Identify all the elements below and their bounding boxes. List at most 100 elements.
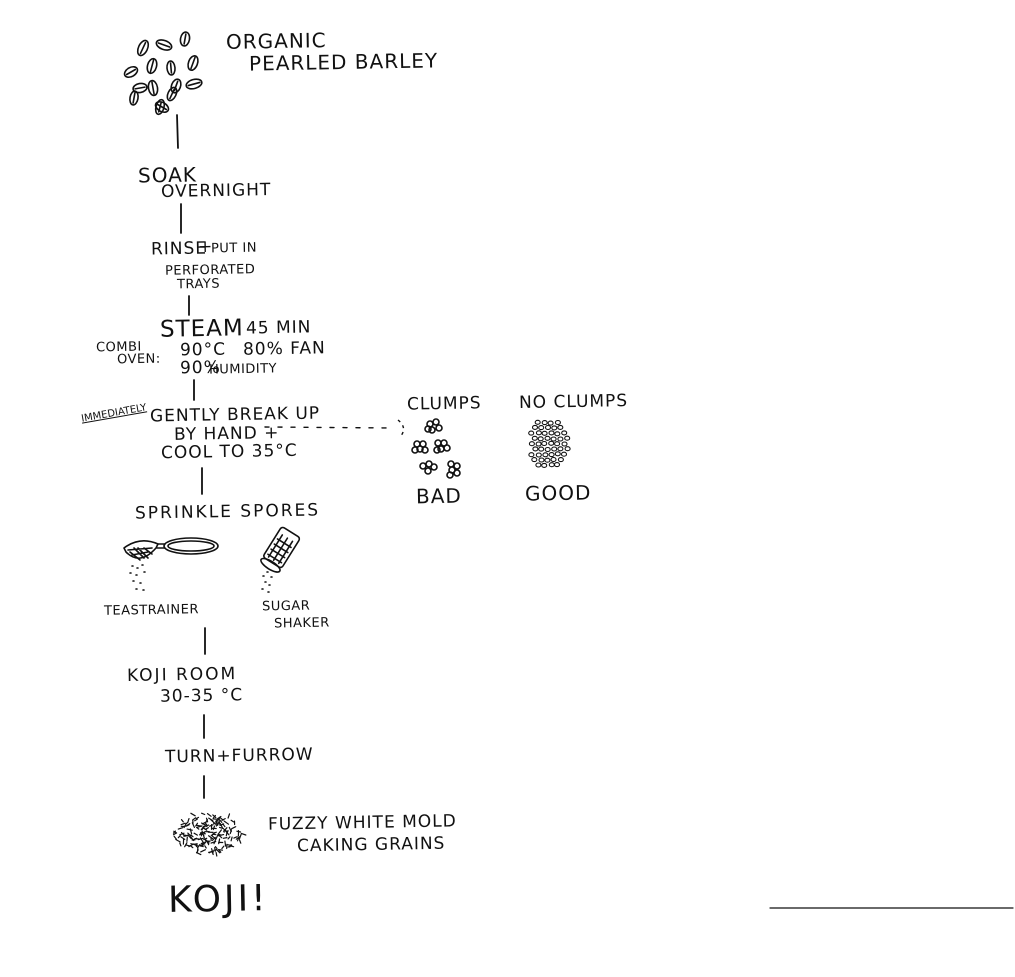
steam-fan: 80% FAN xyxy=(242,338,326,360)
loose-grain xyxy=(535,441,542,447)
loose-grain xyxy=(551,446,558,452)
loose-grain xyxy=(548,430,555,436)
soak-line2: OVERNIGHT xyxy=(160,180,272,202)
mold-fiber xyxy=(215,833,219,840)
loose-grain xyxy=(551,425,558,431)
mold-fiber xyxy=(192,817,197,821)
mold-fiber xyxy=(210,834,217,840)
mold-fiber xyxy=(238,833,242,840)
mold-fiber xyxy=(208,824,214,827)
mold-fiber xyxy=(199,837,204,843)
mold-fiber xyxy=(222,837,228,839)
mold-fiber xyxy=(208,817,214,822)
mold-fiber xyxy=(205,817,209,823)
loose-grain xyxy=(557,424,564,430)
loose-grain xyxy=(535,430,542,436)
mold-fiber xyxy=(190,836,194,842)
loose-grain xyxy=(544,446,551,453)
loose-grain xyxy=(554,419,561,426)
mold-fiber xyxy=(194,818,198,822)
mold-fiber xyxy=(207,851,215,853)
mold-fiber xyxy=(218,849,224,851)
mold-fiber xyxy=(187,832,192,837)
mold-fiber xyxy=(200,825,205,831)
mold-fiber xyxy=(200,849,207,853)
loose-grain xyxy=(544,435,551,441)
mold-fiber xyxy=(204,845,207,849)
loose-grain xyxy=(528,452,535,458)
mold-fiber xyxy=(230,819,235,823)
mold-fiber xyxy=(207,840,210,846)
mold-fiber xyxy=(177,835,181,839)
loose-grain xyxy=(537,436,544,442)
mold-fiber xyxy=(196,826,200,830)
koji-room-line2: 30-35 °C xyxy=(159,685,244,707)
mold-fiber xyxy=(187,818,190,822)
mold-fiber xyxy=(217,848,222,853)
grain-clumps-icon xyxy=(411,418,461,479)
mold-fiber xyxy=(184,842,188,848)
mold-fiber xyxy=(215,817,221,823)
loose-grain xyxy=(528,430,535,436)
sugar-shaker-line2: SHAKER xyxy=(273,615,330,632)
clump-2 xyxy=(411,440,429,454)
mold-fiber xyxy=(179,842,182,847)
mold-line1: FUZZY WHITE MOLD xyxy=(267,811,457,835)
mold-fiber xyxy=(221,845,225,850)
mold-fiber xyxy=(214,845,218,850)
mold-fiber xyxy=(233,836,238,839)
mold-fiber xyxy=(218,820,221,825)
mold-fiber xyxy=(228,826,232,833)
mold-fiber xyxy=(212,849,218,851)
mold-fiber xyxy=(236,837,240,842)
mold-fiber xyxy=(190,812,196,817)
mold-fiber xyxy=(201,821,207,825)
loose-grain xyxy=(550,436,557,442)
loose-grains-icon xyxy=(528,419,571,468)
loose-grain xyxy=(554,451,561,457)
clump-4 xyxy=(419,460,438,475)
loose-grain xyxy=(535,452,542,458)
mold-fiber xyxy=(206,812,212,817)
mold-fiber xyxy=(212,814,217,819)
mold-fiber xyxy=(212,831,217,835)
mold-fiber xyxy=(215,820,218,827)
clump-5 xyxy=(446,460,461,479)
koji-result: KOJI! xyxy=(167,878,269,921)
mold-fiber xyxy=(218,834,223,839)
loose-grain xyxy=(550,456,557,463)
koji-room-line1: KOJI ROOM xyxy=(126,664,238,686)
loose-grain xyxy=(548,440,555,446)
loose-grain xyxy=(531,457,538,463)
good-verdict: GOOD xyxy=(524,480,592,506)
clumps-header: CLUMPS xyxy=(406,393,482,415)
loose-grain xyxy=(557,436,564,442)
mold-fiber xyxy=(204,827,210,831)
barley-line2: PEARLED BARLEY xyxy=(248,48,439,76)
fuzzy-mold-icon xyxy=(172,812,247,857)
mold-fiber xyxy=(172,832,177,836)
loose-grain xyxy=(541,462,548,468)
mold-fiber xyxy=(238,839,242,844)
loose-grain xyxy=(554,431,561,437)
mold-fiber xyxy=(177,827,184,830)
mold-fiber xyxy=(180,819,184,823)
loose-grain xyxy=(554,441,561,447)
steam-oven-line2: OVEN: xyxy=(116,351,161,368)
mold-fiber xyxy=(223,829,228,833)
mold-fiber xyxy=(212,825,216,831)
mold-fiber xyxy=(219,822,224,829)
barley-line1: ORGANIC xyxy=(225,28,327,54)
clump-3 xyxy=(433,439,451,454)
mold-fiber xyxy=(210,840,217,844)
loose-grain xyxy=(544,457,551,463)
mold-fiber xyxy=(217,829,223,835)
mold-fiber xyxy=(186,828,193,831)
loose-grain xyxy=(542,452,549,458)
mold-fiber xyxy=(240,832,247,836)
teastrainer-label: TEASTRAINER xyxy=(103,602,200,619)
mold-fiber xyxy=(195,816,200,820)
mold-fiber xyxy=(180,831,186,837)
